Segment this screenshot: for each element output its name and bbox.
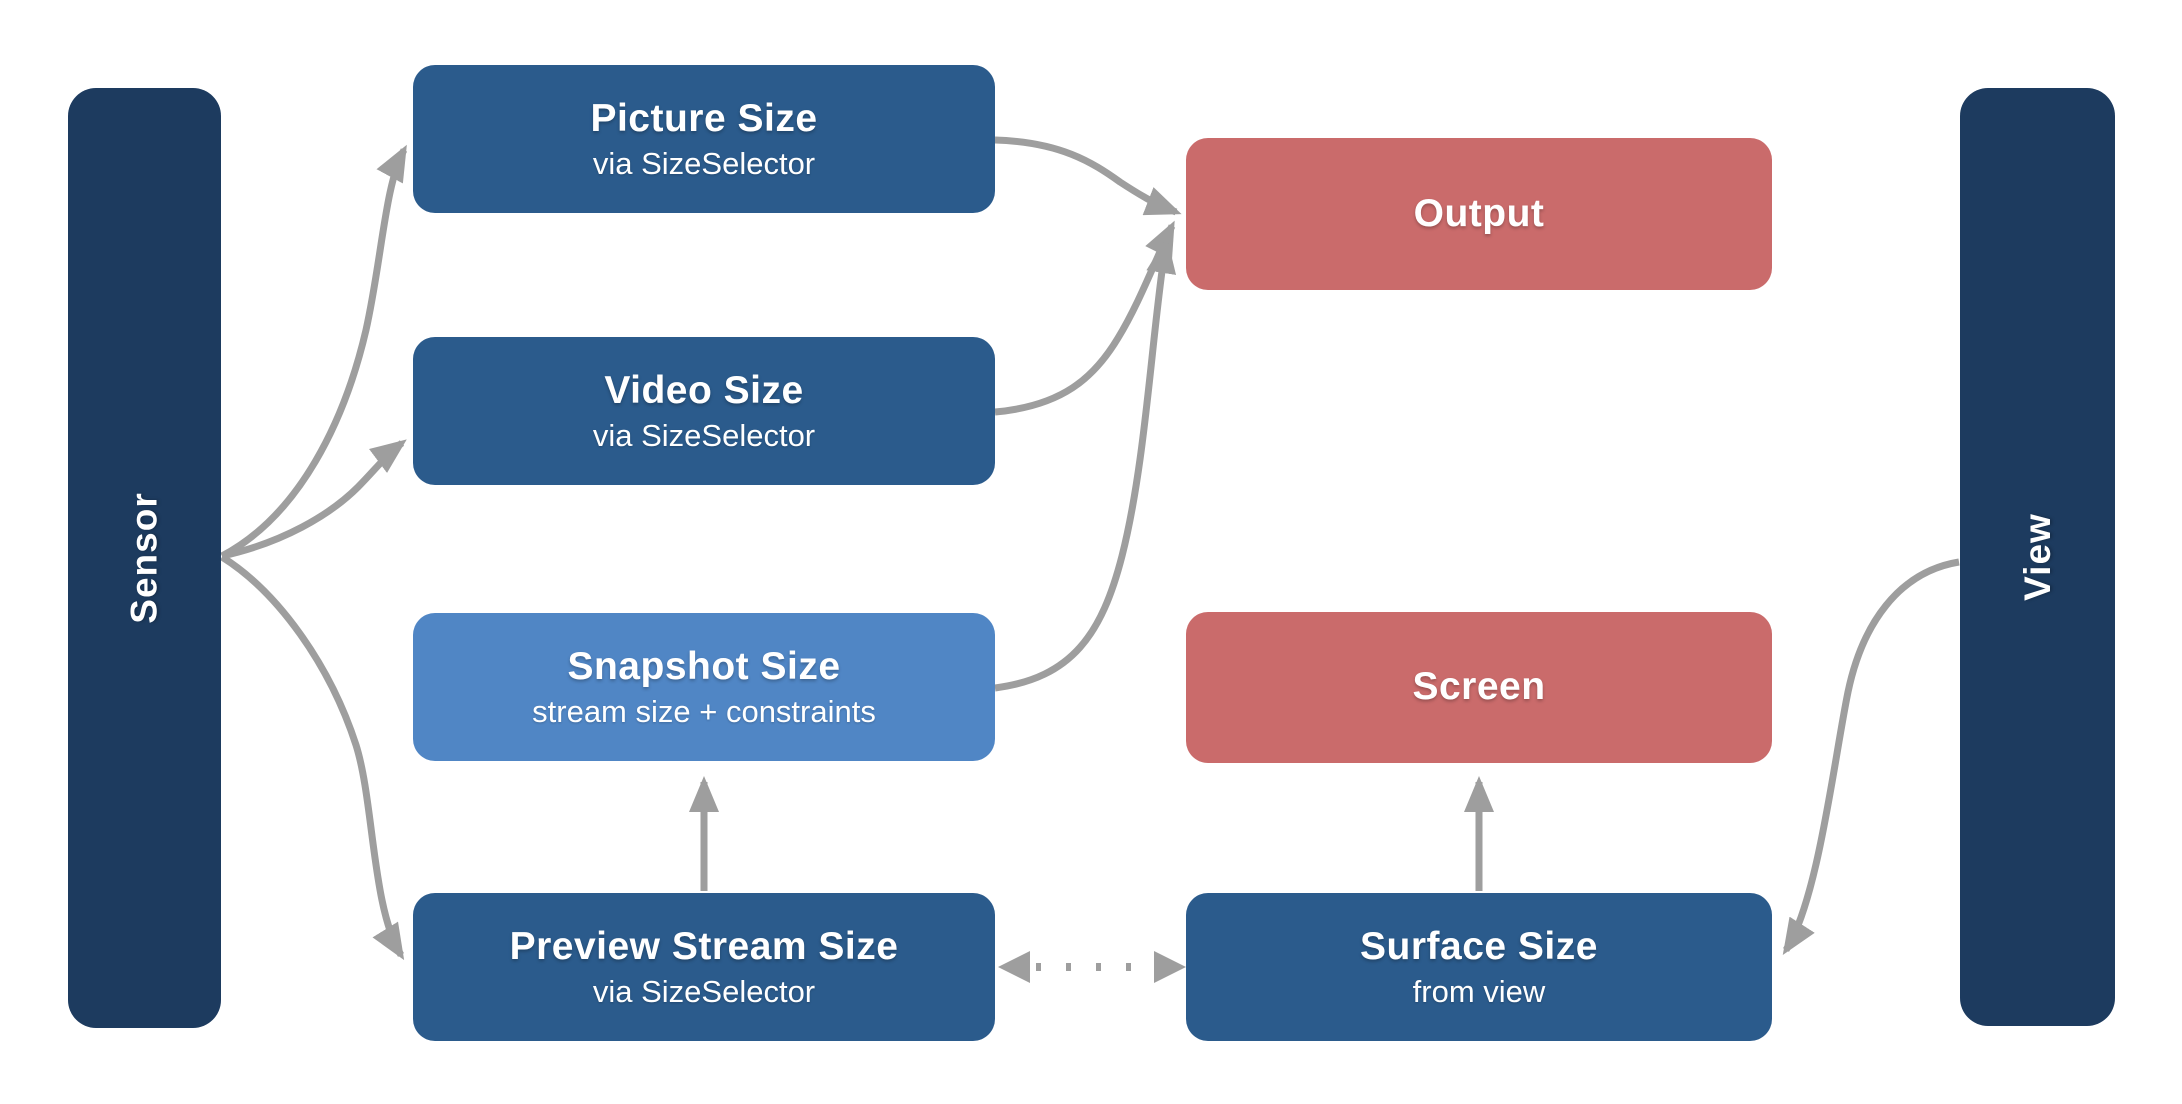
node-picture-size-subtitle: via SizeSelector [592,145,816,181]
rail-sensor: Sensor [68,88,221,1028]
node-screen: Screen [1186,612,1772,763]
edge-picture-to-output [994,136,1182,216]
node-surface-size-title: Surface Size [1360,924,1598,968]
node-picture-size: Picture Size via SizeSelector [413,65,995,213]
rail-view-label: View [2016,513,2058,601]
rail-sensor-label: Sensor [123,492,165,624]
node-snapshot-size-title: Snapshot Size [567,644,841,688]
node-screen-title: Screen [1412,665,1546,709]
node-surface-size-subtitle: from view [1412,973,1546,1009]
node-preview-stream-size: Preview Stream Size via SizeSelector [413,893,995,1041]
node-output-title: Output [1413,191,1545,235]
node-snapshot-size: Snapshot Size stream size + constraints [413,613,995,761]
dotted-arrowhead-right [1154,951,1186,983]
node-output: Output [1186,138,1772,290]
node-preview-stream-size-subtitle: via SizeSelector [592,973,816,1009]
node-preview-stream-size-title: Preview Stream Size [509,924,899,968]
node-picture-size-title: Picture Size [590,96,818,140]
edge-sensor-to-picture [220,144,408,560]
edge-snapshot-to-output [994,237,1177,692]
rail-view: View [1960,88,2115,1026]
edge-sensor-to-preview [220,554,405,961]
edge-sensor-to-video [221,439,407,560]
node-video-size-title: Video Size [604,368,804,412]
dotted-arrowhead-left [998,951,1030,983]
node-snapshot-size-subtitle: stream size + constraints [532,693,876,729]
edge-view-to-surface [1782,558,1960,956]
node-video-size-subtitle: via SizeSelector [592,417,816,453]
node-surface-size: Surface Size from view [1186,893,1772,1041]
node-video-size: Video Size via SizeSelector [413,337,995,485]
edge-video-to-output [994,220,1176,416]
